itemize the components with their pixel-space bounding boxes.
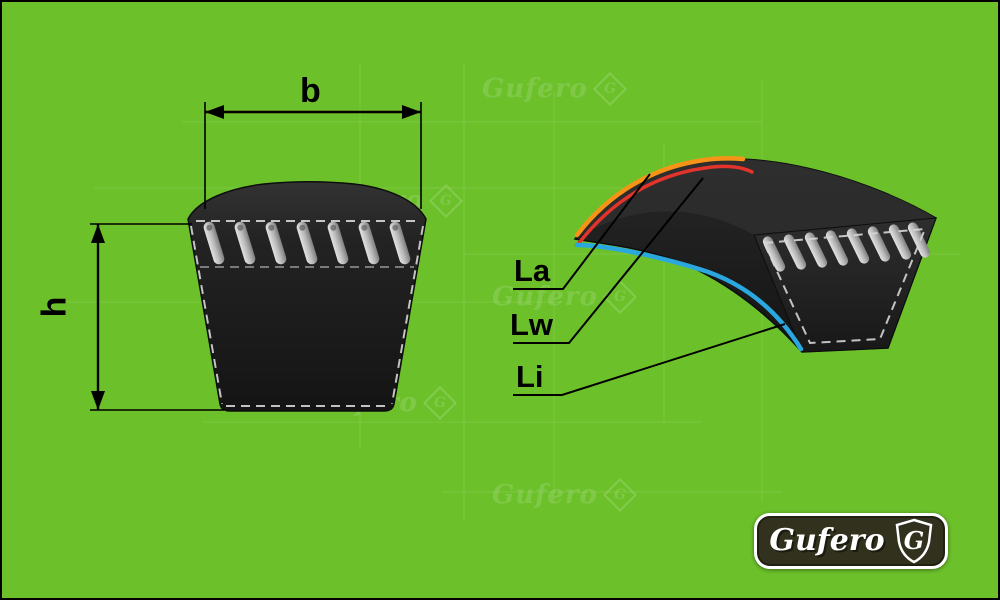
height-dimension-label: h [35,296,74,318]
outer-length-label: La [514,253,551,288]
cross-section-body [187,181,427,412]
end-face-cord-pins [762,222,931,272]
lw-line [577,164,754,245]
end-face-dashed-outline [762,227,927,345]
dimension-h [90,223,224,411]
cross-section-dashed-outline [190,220,424,407]
cord-pins [203,221,411,265]
pitch-length-label: Lw [510,307,554,342]
logo-monogram: G [903,526,924,555]
inner-length-label: Li [516,359,544,394]
brand-logo-text: Gufero [769,523,885,558]
belt-cross-section [187,181,427,412]
belt-3d-view [573,156,937,353]
callout-leaders [513,173,786,396]
brand-logo-badge: Gufero G [754,513,948,569]
brand-shield-icon: G [895,518,932,564]
la-leader [513,173,651,290]
lw-leader [513,177,704,344]
li-line [574,242,804,352]
belt-end-face [753,217,937,353]
li-leader [513,323,786,396]
dimension-b [204,102,422,209]
la-line [574,156,746,238]
width-dimension-label: b [300,72,321,110]
